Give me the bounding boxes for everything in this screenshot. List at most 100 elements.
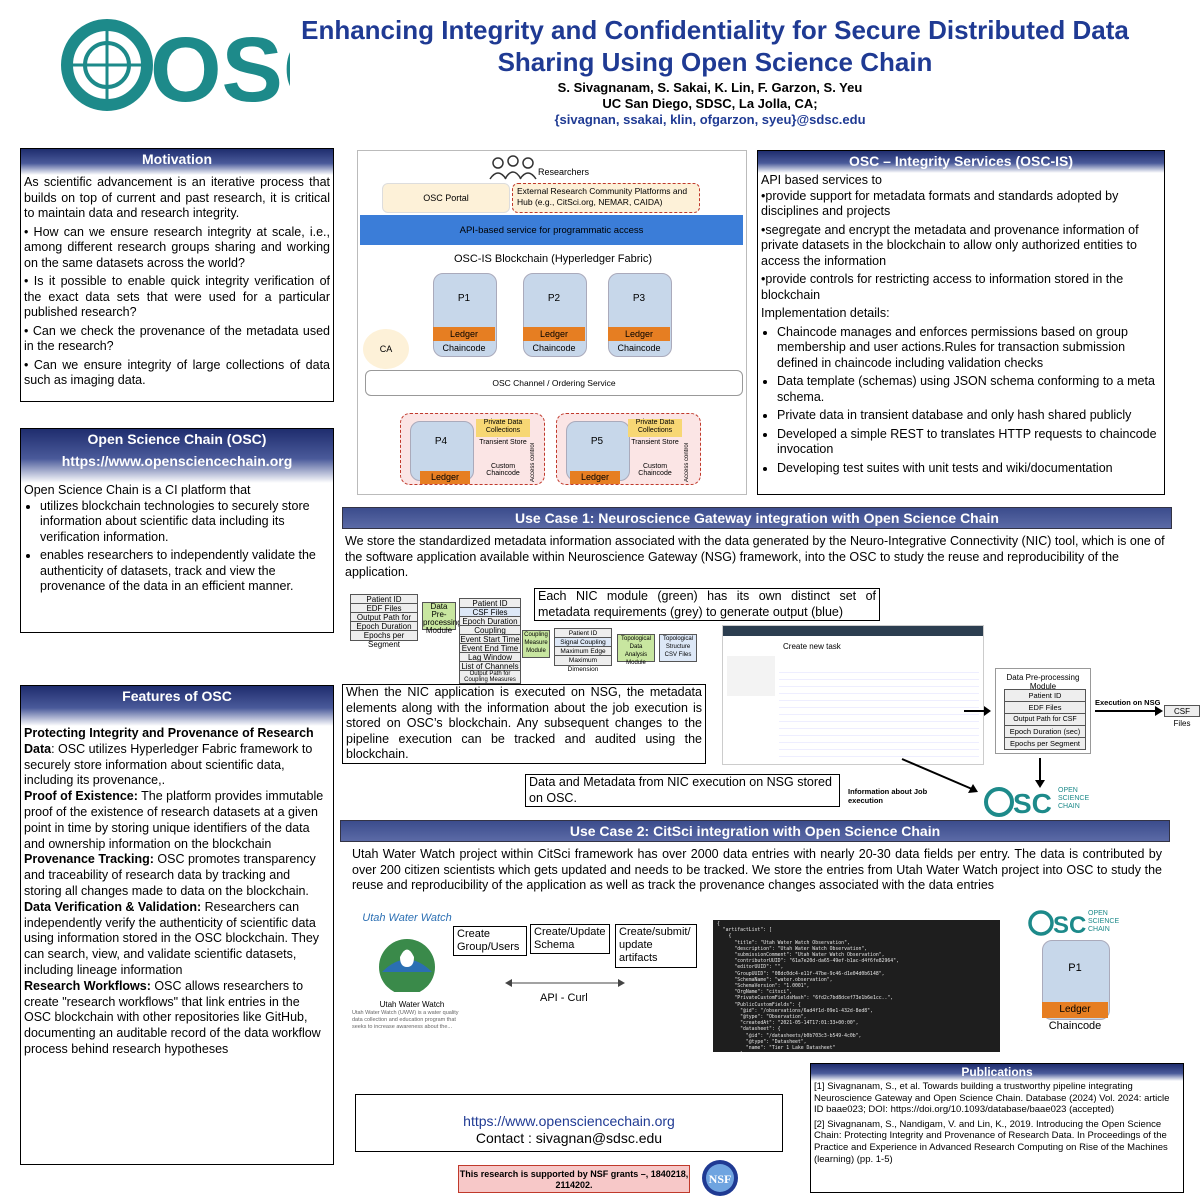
code-line: "description": "Utah Water Watch Observa…: [717, 946, 868, 952]
motivation-panel: Motivation As scientific advancement is …: [20, 148, 334, 402]
code-line: "@type": "Datasheet",: [717, 1039, 807, 1045]
publications-panel: Publications [1] Sivagnanam, S., et al. …: [810, 1063, 1184, 1193]
chaincode-label: Chaincode: [442, 343, 486, 353]
feature-head: Data Verification & Validation:: [24, 899, 202, 914]
peer-node: [433, 273, 497, 357]
impl-item: Chaincode manages and enforces permissio…: [777, 325, 1161, 372]
feature-head: Provenance Tracking:: [24, 852, 154, 867]
ledger-block: Ledger: [570, 471, 620, 484]
private-data-collections: Private Data Collections: [476, 419, 530, 437]
code-line: "SchemaVersion": "1.0001",: [717, 984, 810, 990]
code-line: {: [717, 934, 732, 940]
feature-item: Protecting Integrity and Provenance of R…: [24, 726, 330, 789]
flow-output: Topological Structure CSV Files: [659, 634, 697, 662]
motivation-point: • How can we ensure research integrity a…: [24, 224, 330, 270]
peer-label: P1: [1068, 962, 1082, 974]
code-line: "@id": "/observations/6ad4f1d-09e1-432d-…: [717, 1008, 873, 1014]
step-submit-artifacts: Create/submit/ update artifacts: [615, 924, 697, 968]
arrow-icon: [900, 755, 980, 795]
osc-panel-title: Open Science Chain (OSC): [87, 431, 267, 447]
feature-item: Research Workflows: OSC allows researche…: [24, 979, 330, 1058]
feature-head: Research Workflows:: [24, 978, 151, 993]
custom-chaincode: Custom Chaincode: [486, 463, 520, 477]
feature-item: Data Verification & Validation: Research…: [24, 900, 330, 979]
usecase2-title: Use Case 2: CitSci integration with Open…: [340, 820, 1170, 842]
ledger-block: Ledger: [523, 327, 585, 341]
osc-panel-point: enables researchers to independently val…: [40, 548, 330, 595]
impl-item: Developing test suites with unit tests a…: [777, 461, 1161, 477]
nsf-support-box: This research is supported by NSF grants…: [458, 1165, 690, 1193]
transient-store: Transient Store: [631, 439, 679, 446]
peer-label: P1: [457, 293, 471, 304]
flow-module: Topological Data Analysis Module: [617, 634, 655, 666]
osc-small-logo-text: OPEN SCIENCE CHAIN: [1058, 787, 1090, 810]
arrow-icon: [1093, 704, 1165, 718]
feature-head: Protecting Integrity and Provenance of R…: [24, 726, 314, 756]
code-line: {: [717, 922, 720, 927]
poster-title: Enhancing Integrity and Confidentiality …: [301, 15, 1129, 77]
osc-panel-url[interactable]: https://www.opensciencechain.org: [61, 453, 293, 469]
integrity-service: •provide support for metadata formats an…: [761, 188, 1119, 219]
integrity-service: •provide controls for restricting access…: [761, 272, 1124, 302]
researchers-icon: [488, 155, 538, 181]
flow-module: Coupling Measure Module: [522, 630, 550, 658]
usecase1-title: Use Case 1: Neuroscience Gateway integra…: [342, 507, 1172, 529]
ledger-block: Ledger: [420, 471, 470, 484]
nsg-screenshot: Create new task: [722, 625, 984, 765]
integrity-title: OSC – Integrity Services (OSC-IS): [758, 151, 1164, 173]
researchers-label: Researchers: [538, 167, 590, 177]
code-line: "artifactList": [: [717, 928, 772, 934]
motivation-point: • Can we ensure integrity of large colle…: [24, 357, 330, 388]
arrow-icon: [962, 704, 992, 718]
nsf-logo: NSF: [700, 1158, 740, 1198]
peer-label: P4: [434, 436, 448, 447]
feature-body: Researchers can independently verify the…: [24, 899, 320, 977]
website-link[interactable]: https://www.opensciencechain.org: [463, 1113, 675, 1129]
svg-text:SC: SC: [1013, 788, 1052, 819]
dp-title: Data Pre-processing Module: [1006, 673, 1080, 691]
code-line: "submissionComment": "Utah Water Watch O…: [717, 953, 885, 959]
osc-small-logo: SC: [983, 785, 1103, 819]
private-data-collections: Private Data Collections: [628, 419, 682, 437]
author-block: S. Sivagnanam, S. Sakai, K. Lin, F. Garz…: [400, 80, 1020, 128]
motivation-point: • Can we check the provenance of the met…: [24, 323, 330, 354]
svg-text:SC: SC: [1053, 912, 1086, 938]
utah-water-watch-image: Utah Water Watch Utah Water Watch Utah W…: [352, 912, 462, 1030]
uww-logo-text: Utah Water Watch: [362, 912, 452, 924]
osc-portal: OSC Portal: [382, 183, 510, 213]
impl-lead: Implementation details:: [761, 306, 890, 320]
peer-label: P2: [547, 293, 561, 304]
dp-item: Epochs per Segment: [1004, 737, 1086, 750]
ledger-block: Ledger: [608, 327, 670, 341]
impl-item: Private data in transient database and o…: [777, 408, 1161, 424]
uww-name: Utah Water Watch: [379, 1000, 445, 1009]
osc-logo-text: OSC: [150, 19, 290, 115]
osc-panel-intro: Open Science Chain is a CI platform that: [24, 483, 251, 497]
code-line: "@type": "Observation",: [717, 1015, 807, 1021]
architecture-diagram: Researchers OSC Portal External Research…: [357, 150, 747, 495]
code-line: "PrivateCustomFieldsHash": "6fd2c7bd8dce…: [717, 996, 894, 1002]
nsg-title: Create new task: [783, 642, 841, 651]
access-control: Access control: [684, 443, 690, 483]
feature-body: OSC allows researchers to create "resear…: [24, 978, 321, 1056]
emails: {sivagnan, ssakai, klin, ofgarzon, syeu}…: [554, 112, 866, 127]
uww-caption: Utah Water Watch (UWW) is a water qualit…: [352, 1010, 459, 1030]
osc-logo: OSC: [55, 15, 349, 121]
usecase1-note1: Each NIC module (green) has its own dist…: [534, 588, 880, 621]
code-line: "PublicCustomFields": {: [717, 1002, 801, 1008]
access-control: Access control: [530, 443, 536, 483]
peer-label: P3: [632, 293, 646, 304]
peer-node: [523, 273, 587, 357]
integrity-service: •segregate and encrypt the metadata and …: [761, 222, 1139, 268]
osc-panel-point: utilizes blockchain technologies to secu…: [40, 499, 330, 546]
chaincode-label: Chaincode: [617, 343, 661, 353]
step-create-group: Create Group/Users: [453, 926, 527, 956]
affiliation: UC San Diego, SDSC, La Jolla, CA;: [602, 96, 818, 111]
custom-chaincode: Custom Chaincode: [638, 463, 672, 477]
dp-module-card: Data Pre-processing Module Patient ID ED…: [995, 668, 1091, 754]
flow-module: Data Pre-processing Module: [422, 602, 462, 635]
blockchain-label: OSC-IS Blockchain (Hyperledger Fabric): [453, 253, 653, 265]
ledger-block: Ledger: [433, 327, 495, 341]
code-line: "contributorUUID": "61a7e20d-da65-49ef-b…: [717, 959, 899, 965]
code-line: "OrgName": "citsci",: [717, 990, 793, 996]
